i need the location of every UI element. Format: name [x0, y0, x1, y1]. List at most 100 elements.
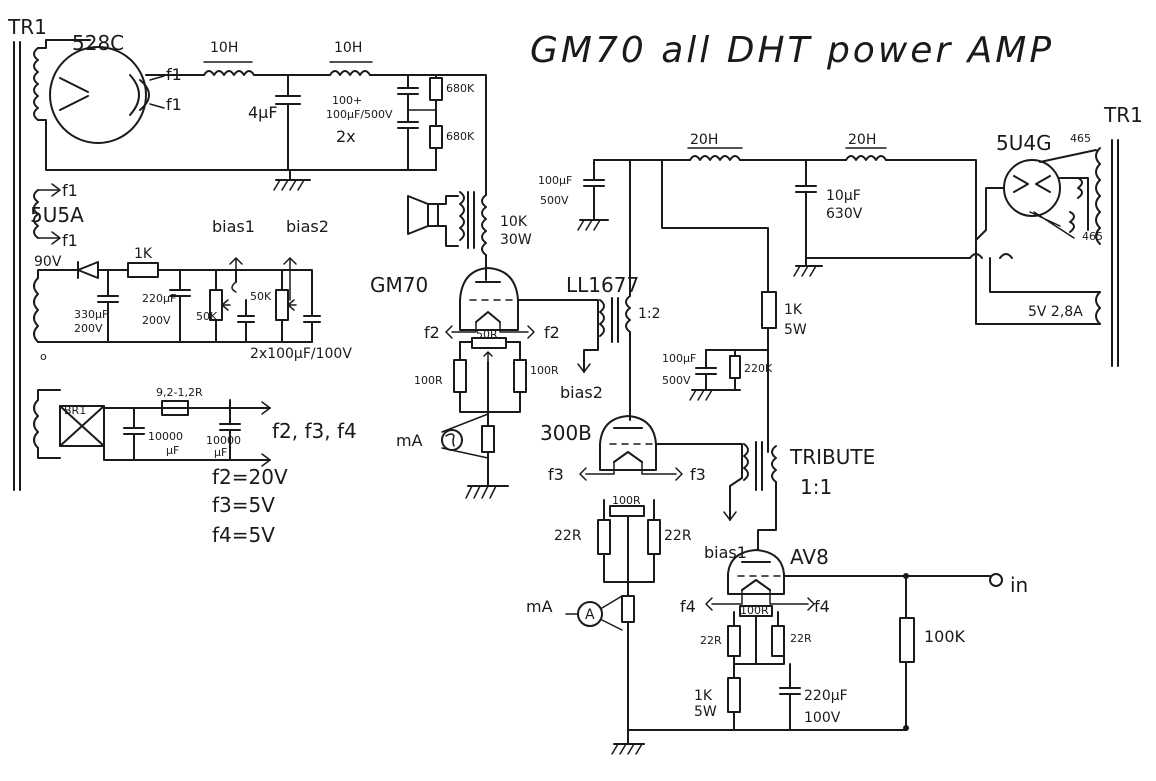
- b-fil: 5V 2,8A: [1028, 304, 1083, 320]
- b-cap-a: 100µF: [538, 174, 572, 187]
- driver-resistor: [761, 291, 777, 453]
- tr1-left-label: TR1: [7, 15, 47, 39]
- tube-av8: [727, 549, 1003, 595]
- bias1-label: bias1: [212, 217, 255, 236]
- fil-v3: f3=5V: [212, 493, 275, 517]
- av8-hum: 100R: [740, 604, 769, 617]
- ground-symbol: [273, 169, 311, 191]
- driver-res-a: 1K: [784, 302, 803, 318]
- choke2-label: 10H: [334, 40, 362, 56]
- f1-label: f1: [62, 231, 78, 250]
- filament-supply: [33, 389, 271, 467]
- input-r-label: 100K: [924, 627, 966, 646]
- gm70-bias: bias2: [560, 383, 603, 402]
- cap2-b: 100µF/500V: [326, 108, 393, 121]
- 300b-bias: bias1: [704, 543, 747, 562]
- fil-v4: f4=5V: [212, 523, 275, 547]
- tribute-ratio: 1:1: [800, 475, 832, 499]
- b-tap2: 465: [1082, 230, 1103, 243]
- title: GM70 all DHT power AMP: [530, 30, 1054, 71]
- b-cap2-a: 10µF: [826, 188, 861, 204]
- bias-p1: 50K: [196, 310, 218, 323]
- ot-power: 30W: [500, 232, 532, 248]
- rectifier-5u4g: [975, 149, 1097, 241]
- bridge-label: BR1: [64, 404, 86, 417]
- 300b-meter-sym: A: [585, 607, 595, 623]
- ictf-ratio: 1:2: [638, 306, 661, 322]
- bias-r: 1K: [134, 246, 153, 262]
- speaker-icon: [407, 195, 459, 247]
- interstage-ll1677: [577, 159, 631, 421]
- bias-supply: [33, 257, 321, 343]
- tr1-right: [969, 139, 1119, 367]
- r680k-1: 680K: [446, 82, 475, 95]
- tr1-right-label: TR1: [1103, 103, 1143, 127]
- choke-10h-1: [145, 61, 331, 76]
- av8-cathode: [727, 605, 801, 731]
- 300b-meter: mA: [526, 597, 553, 616]
- f2-label: f2: [544, 323, 560, 342]
- bias-c1-a: 330µF: [74, 308, 108, 321]
- fil-c1-a: 10000: [148, 430, 183, 443]
- bias2-label: bias2: [286, 217, 329, 236]
- ground-rail: [611, 729, 907, 755]
- gm70-rk2: 100R: [530, 364, 559, 377]
- r680k-2: 680K: [446, 130, 475, 143]
- 300b-hum: 100R: [612, 494, 641, 507]
- gm70-fil-arrows: [445, 325, 535, 339]
- av8-label: AV8: [790, 545, 829, 569]
- ictf-label: LL1677: [566, 273, 639, 297]
- driver-decoupling: [689, 349, 769, 401]
- cap-stack: [397, 74, 419, 171]
- rectifier-5u4g-label: 5U4G: [996, 131, 1052, 155]
- cap2-c: 2x: [336, 127, 356, 146]
- fil-r: 9,2-1,2R: [156, 386, 203, 399]
- rectifier-5u5a-label: 5U5A: [30, 203, 84, 227]
- bleeder-resistors: [407, 74, 443, 171]
- av8-rk2: 22R: [790, 632, 812, 645]
- zero-mark: o: [40, 350, 47, 363]
- 300b-cathode: [565, 499, 661, 735]
- tr1-left-core: [13, 41, 21, 491]
- b-cap-b: 500V: [540, 194, 569, 207]
- av8-fil-wires: [711, 589, 809, 605]
- gm70-rk1: 100R: [414, 374, 443, 387]
- tribute-transformer: [743, 441, 777, 551]
- driver-cap-a: 100µF: [662, 352, 696, 365]
- fil-outs: f2, f3, f4: [272, 419, 357, 443]
- b-choke1: 20H: [690, 132, 718, 148]
- bias-c2-a: 220µF: [142, 292, 176, 305]
- f4-label: f4: [680, 597, 696, 616]
- driver-cap-b: 500V: [662, 374, 691, 387]
- driver-res-b: 5W: [784, 322, 807, 338]
- f1-label: f1: [62, 181, 78, 200]
- bias-c2-b: 200V: [142, 314, 171, 327]
- av8-cap-b: 100V: [804, 710, 841, 726]
- rectifier-528c: [49, 46, 165, 144]
- b-choke2: 20H: [848, 132, 876, 148]
- f3-label: f3: [690, 465, 706, 484]
- 300b-fil-arrows: [579, 467, 683, 481]
- hv-secondary: [33, 39, 291, 171]
- av8-r-a: 1K: [694, 688, 713, 704]
- gm70-hum: 50R: [476, 328, 498, 341]
- rectifier-528c-label: 528C: [72, 31, 124, 55]
- fil-c2-a: 10000: [206, 434, 241, 447]
- tube-gm70: [459, 267, 599, 341]
- input-label: in: [1010, 573, 1028, 597]
- 300b-rk1: 22R: [554, 528, 582, 544]
- f2-label: f2: [424, 323, 440, 342]
- input-resistor: [899, 573, 915, 731]
- fil-c2-b: µF: [214, 446, 227, 459]
- b-supply: [577, 147, 977, 293]
- gm70-cathode: [453, 337, 527, 413]
- gm70-meter-label: mA: [396, 431, 423, 450]
- gm70-fil-wires: [451, 321, 529, 333]
- output-transformer: [459, 191, 487, 281]
- cap2-a: 100+: [332, 94, 362, 107]
- av8-rk1: 22R: [700, 634, 722, 647]
- bias-p2: 50K: [250, 290, 272, 303]
- secondary-5u5a: [33, 183, 61, 245]
- 300b-fil-wires: [585, 461, 677, 475]
- av8-r-b: 5W: [694, 704, 717, 720]
